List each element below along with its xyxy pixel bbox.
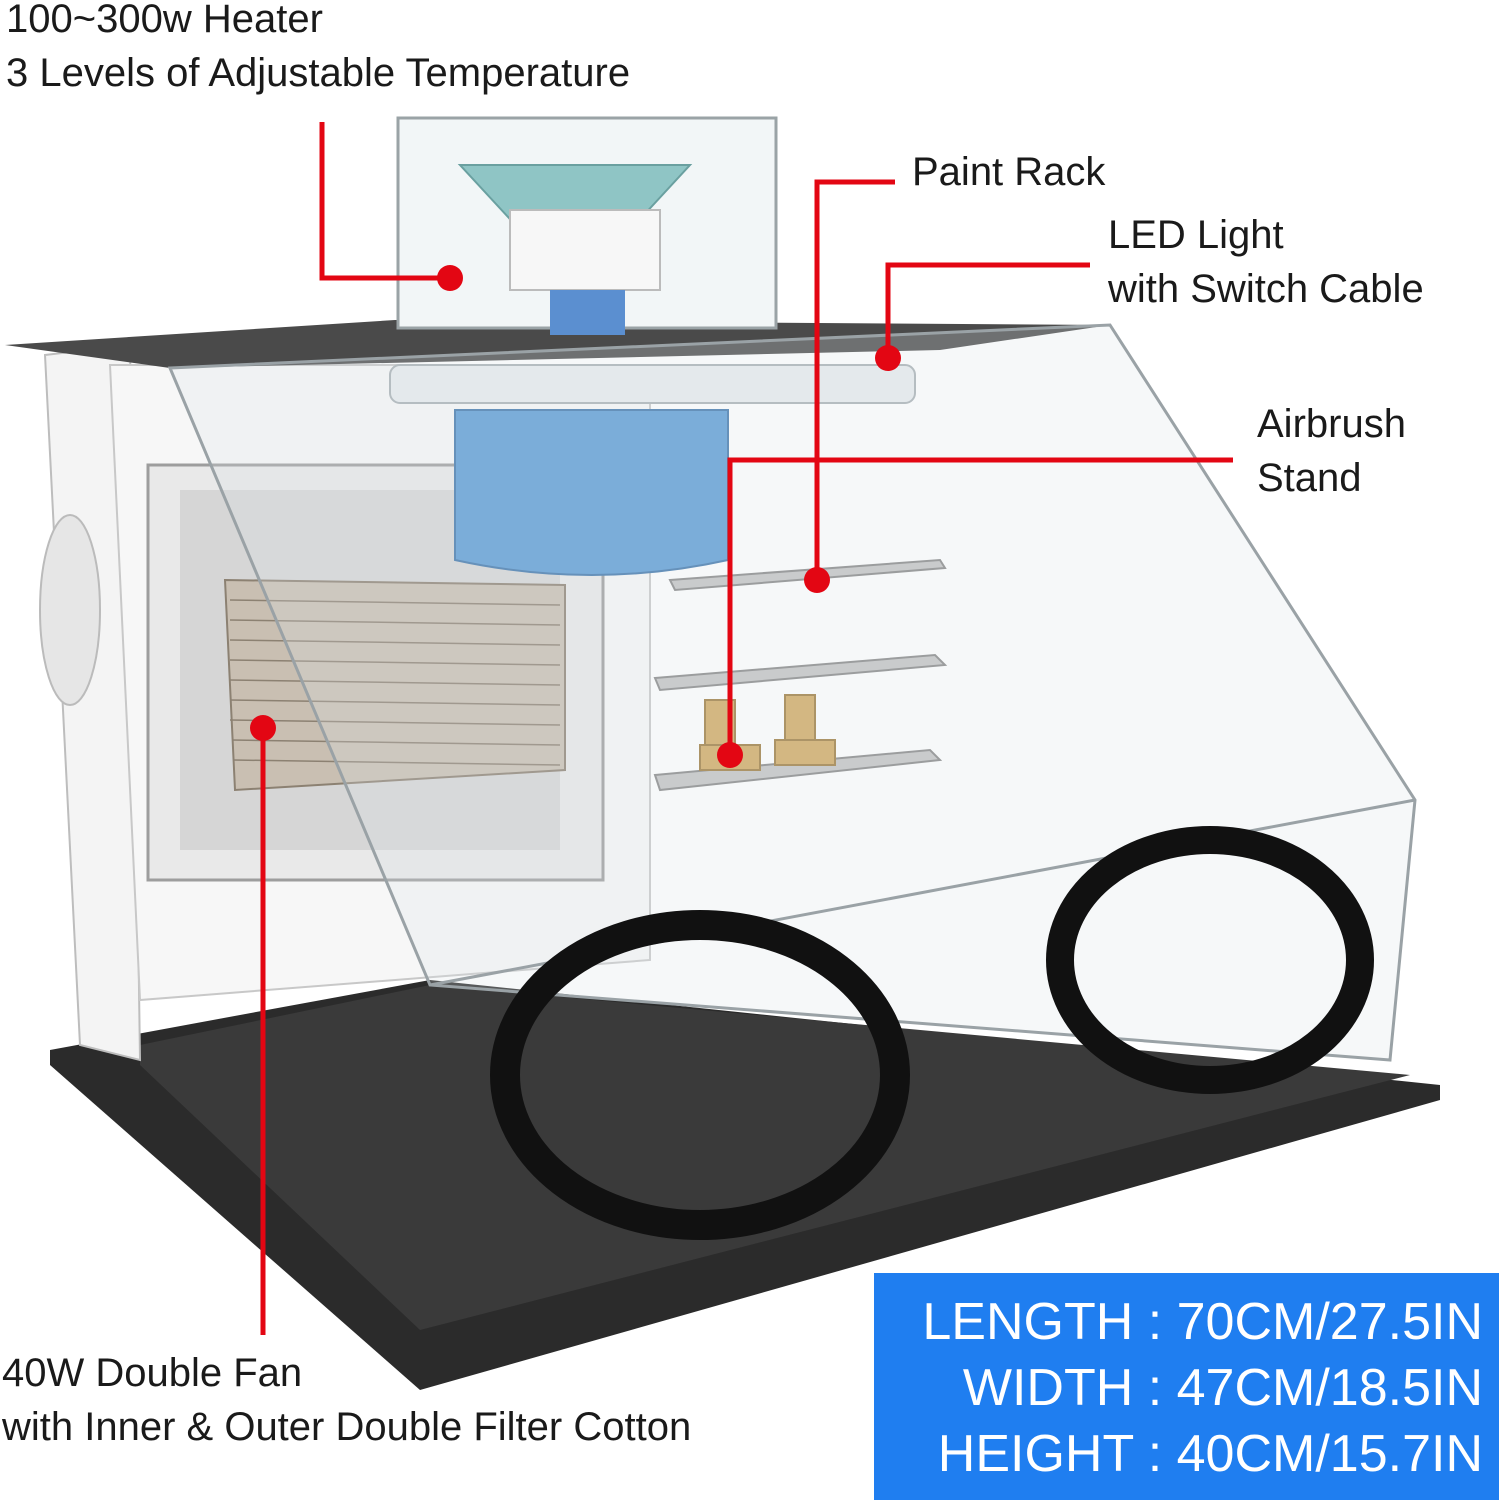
led-light-bar — [389, 364, 916, 404]
fan-label: 40W Double Fan with Inner & Outer Double… — [2, 1346, 691, 1454]
heater-label: 100~300w Heater 3 Levels of Adjustable T… — [6, 0, 630, 100]
led-light-label: LED Light with Switch Cable — [1108, 208, 1424, 316]
heater-neck — [550, 290, 625, 335]
heater-label-line1: 100~300w Heater — [6, 0, 323, 41]
top-panel — [5, 320, 1110, 368]
callout-lines — [260, 122, 1233, 1335]
glove-port-left — [490, 910, 910, 1240]
heater-label-line2: 3 Levels of Adjustable Temperature — [6, 51, 631, 95]
paint-rack-label: Paint Rack — [912, 145, 1105, 199]
dimensions-box: LENGTH : 70CM/27.5IN WIDTH : 47CM/18.5IN… — [874, 1273, 1499, 1500]
led-light-label-line2: with Switch Cable — [1108, 267, 1424, 311]
airbrush-stand-label-line1: Airbrush — [1257, 402, 1406, 446]
dimension-width: WIDTH : 47CM/18.5IN — [962, 1359, 1483, 1417]
heater-body — [509, 209, 661, 291]
fan-label-line2: with Inner & Outer Double Filter Cotton — [2, 1405, 692, 1449]
callout-dots — [250, 265, 901, 768]
paint-rack-label-text: Paint Rack — [912, 150, 1106, 194]
glove-port-right — [1046, 826, 1374, 1094]
dimension-height: HEIGHT : 40CM/15.7IN — [937, 1425, 1483, 1483]
exhaust-port — [39, 514, 101, 706]
fan-label-line1: 40W Double Fan — [2, 1351, 303, 1395]
airbrush-stand-label: Airbrush Stand — [1257, 397, 1406, 505]
led-light-label-line1: LED Light — [1108, 213, 1284, 257]
blue-duct — [454, 409, 729, 576]
base-floor — [140, 985, 1410, 1330]
dimension-length: LENGTH : 70CM/27.5IN — [922, 1293, 1483, 1351]
airbrush-stand-label-line2: Stand — [1257, 456, 1362, 500]
